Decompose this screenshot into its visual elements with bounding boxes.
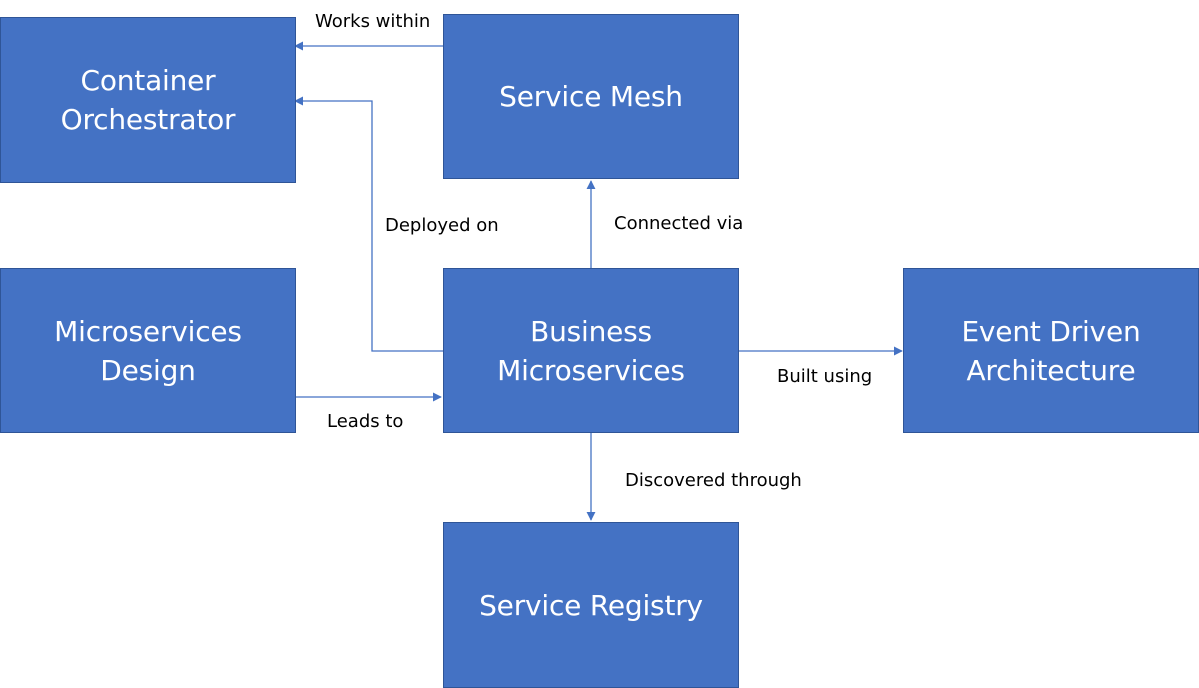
node-event-driven-architecture: Event Driven Architecture <box>903 268 1199 433</box>
node-label: Service Mesh <box>499 80 683 113</box>
node-business-microservices: Business Microservices <box>443 268 739 433</box>
node-service-registry: Service Registry <box>443 522 739 688</box>
edge-label-leads-to: Leads to <box>327 411 404 432</box>
node-label: Business Microservices <box>497 314 685 387</box>
edge-label-built-using: Built using <box>777 366 873 387</box>
edge-deployed-on <box>294 96 443 352</box>
node-service-mesh: Service Mesh <box>443 14 739 179</box>
edge-label-deployed-on: Deployed on <box>385 215 499 236</box>
node-label: Event Driven Architecture <box>961 314 1141 387</box>
node-container-orchestrator: Container Orchestrator <box>0 17 296 183</box>
edge-label-discovered-through: Discovered through <box>625 470 802 491</box>
node-label: Microservices Design <box>54 314 242 387</box>
edge-label-connected-via: Connected via <box>614 213 744 234</box>
node-label: Service Registry <box>479 588 703 622</box>
edge-label-works-within: Works within <box>315 11 431 32</box>
node-label: Container Orchestrator <box>60 64 236 136</box>
node-microservices-design: Microservices Design <box>0 268 296 433</box>
